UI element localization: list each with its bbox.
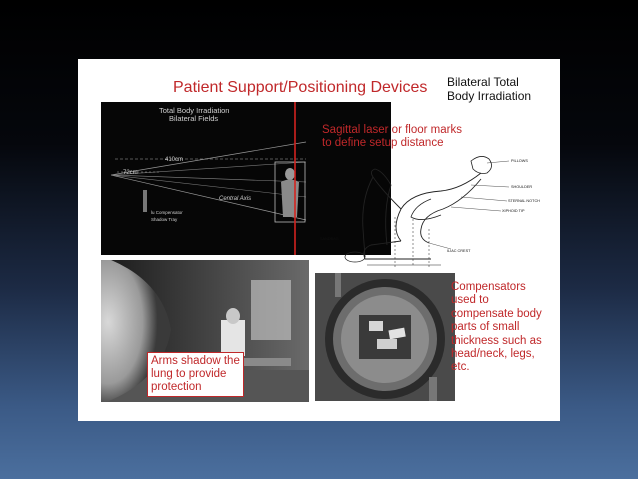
slide-title: Patient Support/Positioning Devices: [173, 79, 428, 96]
shadow-tray-label-2: Shadow Tray: [151, 217, 178, 222]
compensator-note-line: etc.: [451, 361, 470, 374]
shadow-tray-label-1: lu Compensator: [151, 210, 183, 215]
compensator-note-line: parts of small: [451, 321, 520, 334]
slide: Patient Support/Positioning Devices Bila…: [78, 59, 560, 421]
central-axis-label: Central Axis: [219, 196, 251, 202]
arms-note: Arms shadow the lung to provide protecti…: [147, 352, 244, 397]
distance-label-410: 410cm: [165, 157, 183, 163]
label-xiphoid: XIPHOID TIP: [502, 209, 525, 213]
laser-note: Sagittal laser or floor marks to define …: [322, 124, 462, 150]
side-title-line: Bilateral Total: [447, 75, 519, 89]
compensator-note-line: compensate body: [451, 307, 542, 320]
label-pillows: PILLOWS: [511, 159, 528, 163]
compensator-note-line: Compensators: [451, 281, 526, 293]
label-shoulder: SHOULDER: [511, 185, 532, 189]
arms-note-line: protection: [151, 381, 202, 393]
tbi-heading-2: Bilateral Fields: [169, 114, 218, 123]
compensator-note-line: head/neck, legs,: [451, 348, 535, 361]
label-iliac-crest: ILIAC CREST: [447, 249, 471, 253]
arms-note-line: Arms shadow the: [151, 355, 240, 367]
tbi-heading-1: Total Body Irradiation: [159, 106, 229, 115]
label-sandbag: SANDBAG: [320, 237, 339, 241]
label-sternal-notch: STERNAL NOTCH: [508, 199, 540, 203]
side-title-line: Body Irradiation: [447, 89, 532, 103]
tbi-setup-photo: Total Body Irradiation Bilateral Fields …: [101, 102, 391, 255]
positioning-diagram: PILLOWS SHOULDER STERNAL NOTCH XIPHOID T…: [320, 156, 540, 267]
compensator-note-line: thickness such as: [451, 334, 542, 347]
laser-note-line: Sagittal laser or floor marks: [322, 124, 462, 136]
laser-note-line: to define setup distance: [322, 137, 444, 149]
compensator-photo: [315, 273, 455, 401]
distance-label-72: 72cm: [123, 170, 138, 176]
compensator-note: Compensators used to compensate body par…: [451, 281, 559, 375]
side-title: Bilateral Total Body Irradiation: [447, 75, 557, 103]
compensator-note-line: used to: [451, 294, 489, 307]
arms-note-line: lung to provide: [151, 368, 227, 380]
